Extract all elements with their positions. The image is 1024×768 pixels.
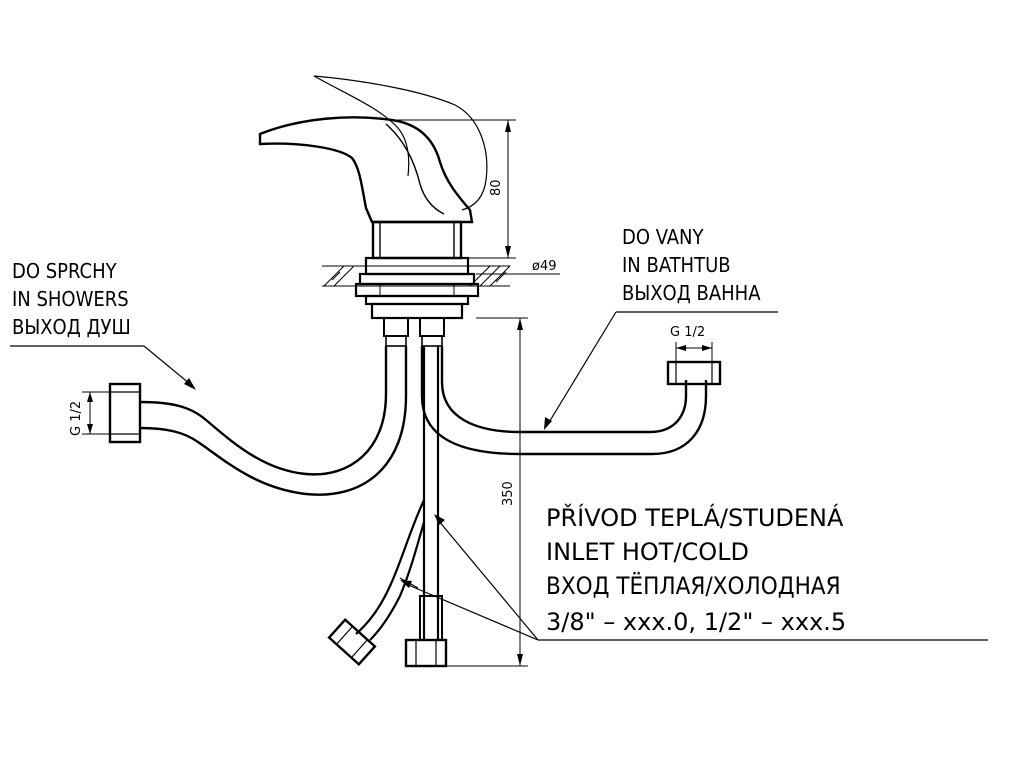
inlet-label-line-3: ВХОД ТЁПЛАЯ/ХОЛОДНАЯ — [546, 571, 841, 600]
shower-label-line-2: IN SHOWERS — [12, 287, 129, 311]
inlet-label-line-4: 3/8" – xxx.0, 1/2" – xxx.5 — [546, 608, 846, 636]
inlet-label-line-1: PŘÍVOD TEPLÁ/STUDENÁ — [546, 503, 844, 532]
height-dimension: 80 — [394, 119, 516, 259]
thread-dimension-right: G 1/2 — [670, 325, 713, 362]
hose-length-dimension: 350 — [446, 317, 528, 667]
lever-handle-raised-outline — [313, 75, 488, 211]
lever-handle — [258, 116, 474, 224]
diameter-dimension: ø49 — [476, 259, 560, 275]
bathtub-outlet-label: DO VANY IN BATHTUB ВЫХОД ВАННА — [622, 225, 761, 305]
inlet-hose-curved — [327, 499, 426, 666]
inlet-hose-straight — [404, 346, 448, 668]
thread-right-value: G 1/2 — [670, 325, 705, 340]
base-flanges — [354, 256, 480, 320]
inlet-label-line-2: INLET HOT/COLD — [546, 538, 749, 566]
inlet-label: PŘÍVOD TEPLÁ/STUDENÁ INLET HOT/COLD ВХОД… — [546, 503, 846, 636]
bathtub-label-line-1: DO VANY — [622, 225, 705, 249]
bathtub-label-line-2: IN BATHTUB — [622, 253, 731, 277]
diameter-value: ø49 — [532, 259, 557, 274]
thread-dimension-left: G 1/2 — [69, 391, 110, 436]
shower-label-line-1: DO SPRCHY — [12, 259, 118, 283]
shower-hose — [108, 346, 408, 496]
height-value: 80 — [489, 179, 504, 196]
bathtub-label-line-3: ВЫХОД ВАННА — [622, 281, 761, 305]
mixer-body — [371, 220, 463, 260]
thread-left-value: G 1/2 — [69, 401, 84, 436]
leader-lines — [10, 311, 988, 641]
pipe-fittings — [383, 317, 445, 347]
hose-length-value: 350 — [501, 481, 516, 506]
shower-label-line-3: ВЫХОД ДУШ — [12, 315, 131, 339]
shower-outlet-label: DO SPRCHY IN SHOWERS ВЫХОД ДУШ — [12, 259, 131, 339]
bathtub-hose — [420, 346, 722, 456]
